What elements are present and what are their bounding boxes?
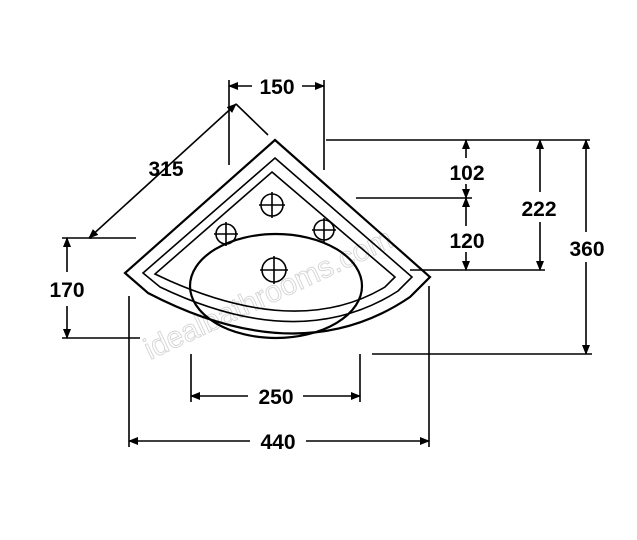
dimension-label-102: 102 — [449, 162, 484, 185]
dimension-total-width: 440 — [128, 286, 430, 454]
tap-hole-top — [259, 192, 285, 218]
dimension-label-170: 170 — [49, 279, 84, 302]
dimension-label-150: 150 — [259, 76, 294, 99]
basin-bowl — [188, 232, 364, 340]
dimension-tap-offset: 102 — [326, 139, 590, 199]
basin-deck-rim — [153, 170, 397, 312]
dimension-label-222: 222 — [521, 198, 556, 221]
dimension-bowl-depth: 120 — [410, 197, 545, 271]
dimension-side-height: 170 — [49, 237, 140, 339]
basin-inner-rim — [141, 156, 414, 323]
basin-outline — [123, 138, 432, 340]
dimension-label-250: 250 — [258, 386, 293, 409]
tap-hole-left — [214, 222, 238, 246]
dimension-label-120: 120 — [449, 230, 484, 253]
dimension-label-360: 360 — [569, 238, 604, 261]
tap-hole-right — [312, 218, 336, 242]
basin-outer-edge — [123, 138, 432, 335]
dimension-diagonal: 315 — [88, 103, 269, 239]
dimension-total-depth: 360 — [372, 139, 605, 355]
dimension-label-440: 440 — [260, 431, 295, 454]
dimension-rear-to-bowl: 222 — [521, 139, 557, 271]
dimension-top-width: 150 — [228, 76, 325, 170]
waste-hole — [260, 256, 288, 284]
dimension-bowl-width: 250 — [190, 354, 361, 409]
dimension-label-315: 315 — [148, 158, 183, 181]
